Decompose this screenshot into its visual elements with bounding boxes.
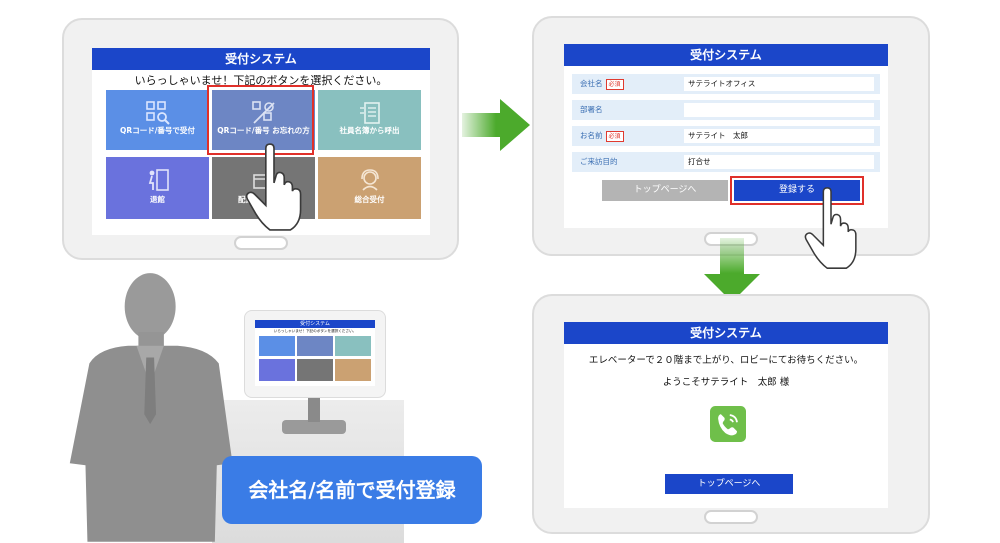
kiosk-tablet: 受付システム いらっしゃいませ！下記のボタンを選択ください。 xyxy=(244,310,386,398)
tablet-home-button[interactable] xyxy=(233,236,288,250)
kiosk-tile[interactable] xyxy=(259,359,295,381)
qr-forgot-icon xyxy=(251,101,275,124)
arrow-down-icon xyxy=(704,238,760,302)
arrow-right-icon xyxy=(462,99,530,151)
top-page-button[interactable]: トップページへ xyxy=(602,180,728,201)
employee-list-icon xyxy=(359,102,380,124)
caption-badge: 会社名/名前で受付登録 xyxy=(222,456,482,524)
kiosk-tile[interactable] xyxy=(297,336,333,356)
exit-icon xyxy=(148,169,169,191)
kiosk-tile[interactable] xyxy=(335,359,371,381)
form-field-company[interactable]: 会社名必須 サテライトオフィス xyxy=(572,74,880,94)
field-label: お名前 xyxy=(580,131,603,140)
tile-exit[interactable]: 退館 xyxy=(106,157,209,219)
kiosk-stand-base xyxy=(282,420,346,434)
kiosk-header: 受付システム xyxy=(255,320,375,328)
visitor-silhouette xyxy=(69,273,233,542)
kiosk-tile[interactable] xyxy=(259,336,295,356)
tile-label: 総合受付 xyxy=(354,195,385,204)
confirmation-header-title: 受付システム xyxy=(564,322,888,344)
tablet-2: 受付システム 会社名必須 サテライトオフィス 部署名 お名前必須 サテライト 太… xyxy=(532,16,930,256)
tile-label: QRコード/番号 お忘れの方 xyxy=(217,126,310,135)
tile-qr-checkin[interactable]: QRコード/番号で受付 xyxy=(106,90,209,150)
company-name-input[interactable]: サテライトオフィス xyxy=(684,77,874,91)
tile-general-reception[interactable]: 総合受付 xyxy=(318,157,421,219)
tablet-home-button[interactable] xyxy=(704,510,758,524)
menu-welcome-text: いらっしゃいませ！下記のボタンを選択ください。 xyxy=(134,74,388,87)
form-field-name[interactable]: お名前必須 サテライト 太郎 xyxy=(572,126,880,146)
name-input[interactable]: サテライト 太郎 xyxy=(684,129,874,143)
field-label: 会社名 xyxy=(580,79,603,88)
tile-employee-list[interactable]: 社員名簿から呼出 xyxy=(318,90,421,150)
phone-icon xyxy=(710,406,746,442)
department-input[interactable] xyxy=(684,103,874,117)
tablet-3: 受付システム エレベーターで２０階まで上がり、ロビーにてお待ちください。 ようこ… xyxy=(532,294,930,534)
tile-label: QRコード/番号で受付 xyxy=(120,126,195,135)
kiosk-tile[interactable] xyxy=(297,359,333,381)
tile-label: 退館 xyxy=(150,195,165,204)
pointing-hand-icon xyxy=(245,143,302,231)
field-label: ご来訪目的 xyxy=(580,157,618,166)
form-field-department[interactable]: 部署名 xyxy=(572,100,880,120)
form-field-purpose[interactable]: ご来訪目的 打合せ xyxy=(572,152,880,172)
welcome-visitor: ようこそサテライト 太郎 様 xyxy=(662,377,790,388)
pointing-hand-icon xyxy=(804,187,857,269)
tile-qr-forgot[interactable]: QRコード/番号 お忘れの方 xyxy=(212,90,315,150)
required-badge: 必須 xyxy=(605,130,624,142)
operator-icon xyxy=(360,169,379,191)
tablet-1: 受付システム いらっしゃいませ！下記のボタンを選択ください。 QRコード/番号で… xyxy=(62,18,459,260)
menu-header-title: 受付システム xyxy=(92,48,430,70)
purpose-input[interactable]: 打合せ xyxy=(684,155,874,169)
form-header-title: 受付システム xyxy=(564,44,888,66)
field-label: 部署名 xyxy=(580,105,603,114)
screen-registration-form: 受付システム 会社名必須 サテライトオフィス 部署名 お名前必須 サテライト 太… xyxy=(564,44,888,228)
kiosk-screen: 受付システム いらっしゃいませ！下記のボタンを選択ください。 xyxy=(255,320,375,386)
required-badge: 必須 xyxy=(605,78,624,90)
elevator-message: エレベーターで２０階まで上がり、ロビーにてお待ちください。 xyxy=(588,355,864,366)
selected-tile-highlight xyxy=(207,85,314,155)
tile-label: 社員名簿から呼出 xyxy=(339,126,400,135)
kiosk-welcome: いらっしゃいませ！下記のボタンを選択ください。 xyxy=(273,329,357,333)
top-page-button[interactable]: トップページへ xyxy=(665,474,793,494)
screen-confirmation: 受付システム エレベーターで２０階まで上がり、ロビーにてお待ちください。 ようこ… xyxy=(564,322,888,508)
kiosk-stand-pole xyxy=(308,392,320,422)
tile-label: 配送 xyxy=(238,195,253,204)
qr-search-icon xyxy=(145,101,170,125)
kiosk-tile[interactable] xyxy=(335,336,371,356)
